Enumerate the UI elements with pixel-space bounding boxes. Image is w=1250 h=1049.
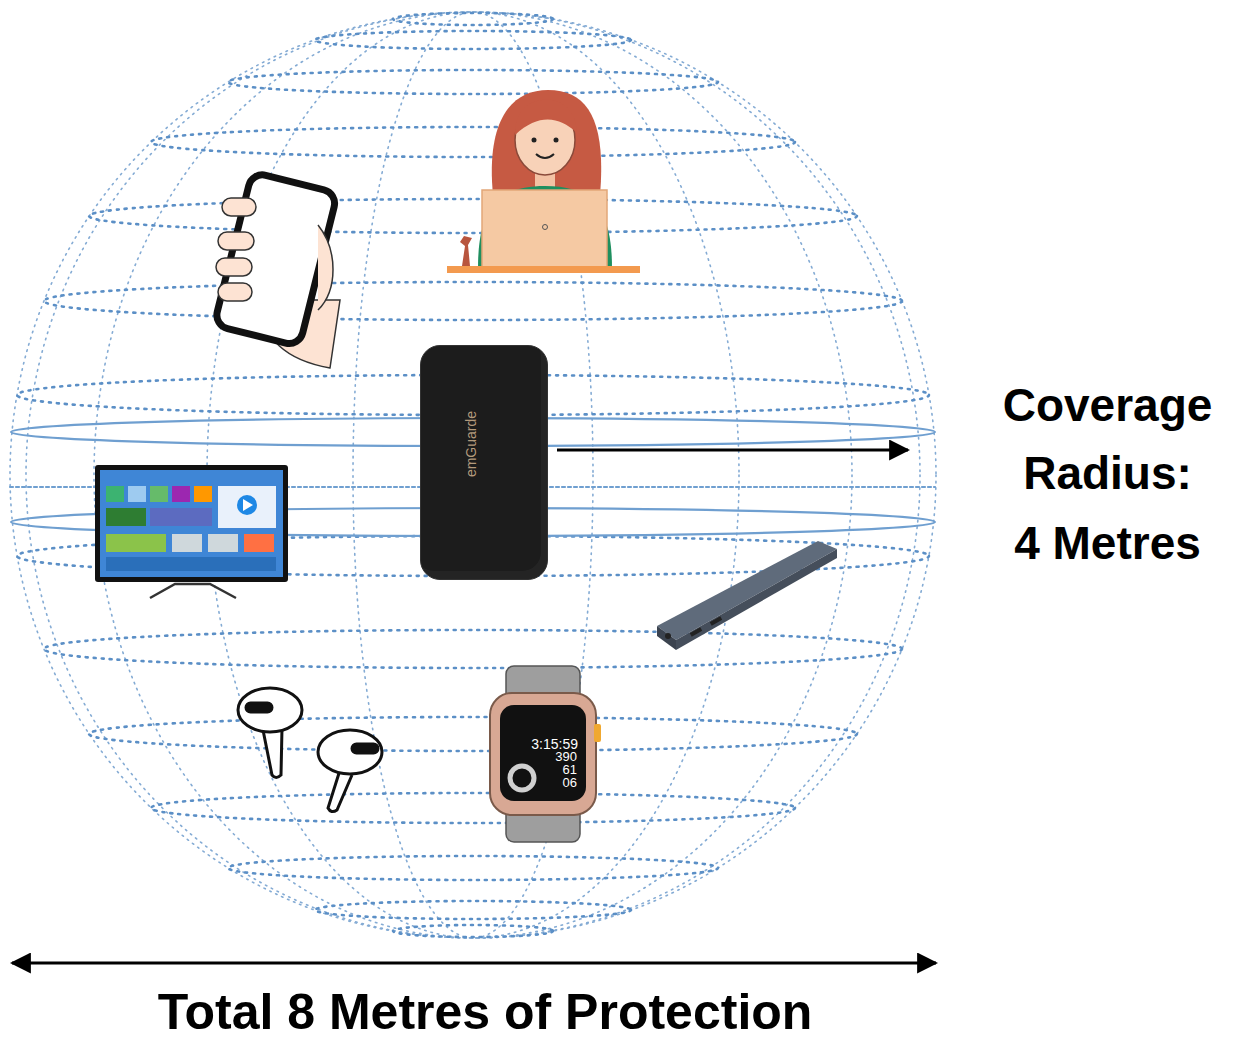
parallel — [44, 282, 902, 320]
watch-screen — [500, 705, 586, 801]
parallel — [228, 70, 718, 94]
watch-display: 3:15:593906106 — [500, 705, 586, 801]
tv-tile — [106, 557, 276, 571]
parallel — [228, 856, 718, 880]
hair — [492, 90, 601, 195]
tv-tile — [172, 534, 202, 552]
play-icon — [243, 499, 253, 511]
earbud — [318, 730, 382, 774]
eye — [532, 138, 537, 143]
emguarde-device: emGuarde — [420, 345, 548, 580]
power-bank-top — [657, 541, 837, 640]
body — [478, 186, 612, 268]
earbud-mesh — [246, 703, 272, 712]
sphere-parallels — [17, 13, 929, 937]
tv-tile — [208, 534, 238, 552]
parallel — [151, 793, 795, 823]
power-bank — [657, 541, 837, 650]
tv-tile — [106, 486, 124, 502]
radius-arrow — [557, 449, 908, 452]
earbuds — [238, 688, 382, 812]
watch-crown — [594, 724, 601, 742]
tv-tile — [244, 534, 274, 552]
tv-frame — [95, 465, 288, 582]
hair-bangs — [515, 100, 576, 135]
radius-label: Coverage Radius: — [965, 371, 1250, 507]
tv-tile — [106, 534, 166, 552]
finger — [216, 258, 252, 276]
thumb — [318, 225, 333, 310]
finger — [218, 232, 254, 250]
play-button — [237, 495, 257, 515]
tv-tile — [128, 486, 146, 502]
sphere-meridians — [10, 12, 936, 938]
coverage-sphere — [10, 12, 936, 938]
protection-caption: Total 8 Metres of Protection — [20, 977, 950, 1047]
tv-tile — [106, 508, 146, 526]
meridian — [26, 12, 920, 938]
laptop-logo — [543, 225, 548, 230]
node-text: 06 — [563, 776, 577, 789]
earbud-stem — [328, 770, 352, 812]
earbud-mesh — [352, 744, 378, 753]
smartwatch — [490, 666, 601, 842]
earbud — [238, 688, 302, 732]
phone — [214, 172, 338, 347]
parallel — [89, 199, 857, 233]
tv-tile — [194, 486, 212, 502]
tv-screen — [100, 470, 283, 577]
phone-in-hand — [214, 172, 340, 368]
tv-stand — [150, 584, 236, 598]
parallel — [315, 901, 631, 919]
finger — [222, 198, 256, 216]
node-text: 390 — [555, 750, 577, 763]
smile — [536, 154, 554, 158]
node-text: 3:15:59 — [531, 737, 578, 751]
parallel — [151, 127, 795, 157]
diameter-arrow — [12, 962, 936, 965]
usb-port — [690, 627, 702, 636]
parallel — [315, 31, 631, 49]
desk-lamp — [460, 236, 472, 266]
meridian — [10, 12, 936, 938]
activity-ring — [510, 766, 534, 790]
parallel — [393, 925, 553, 937]
meridian — [94, 12, 852, 938]
tv-tile — [218, 486, 276, 528]
power-bank-side — [657, 626, 676, 650]
desk — [447, 266, 640, 273]
node-text: 61 — [563, 763, 577, 776]
watch-case — [490, 693, 596, 815]
tv-tile — [172, 486, 190, 502]
tv-tile — [150, 486, 168, 502]
radius-value: 4 Metres — [965, 509, 1250, 577]
tv-tile — [150, 508, 212, 526]
television — [95, 465, 288, 598]
node-text: emGuarde — [464, 411, 478, 477]
usb-port — [710, 616, 722, 625]
meridian — [353, 12, 593, 938]
parallel — [89, 717, 857, 751]
parallel — [44, 630, 902, 668]
power-bank-front — [676, 549, 837, 650]
woman-with-laptop — [447, 90, 640, 273]
parallel — [393, 13, 553, 25]
finger — [218, 283, 252, 301]
power-button — [665, 633, 671, 639]
laptop — [482, 190, 607, 268]
eye — [554, 138, 559, 143]
